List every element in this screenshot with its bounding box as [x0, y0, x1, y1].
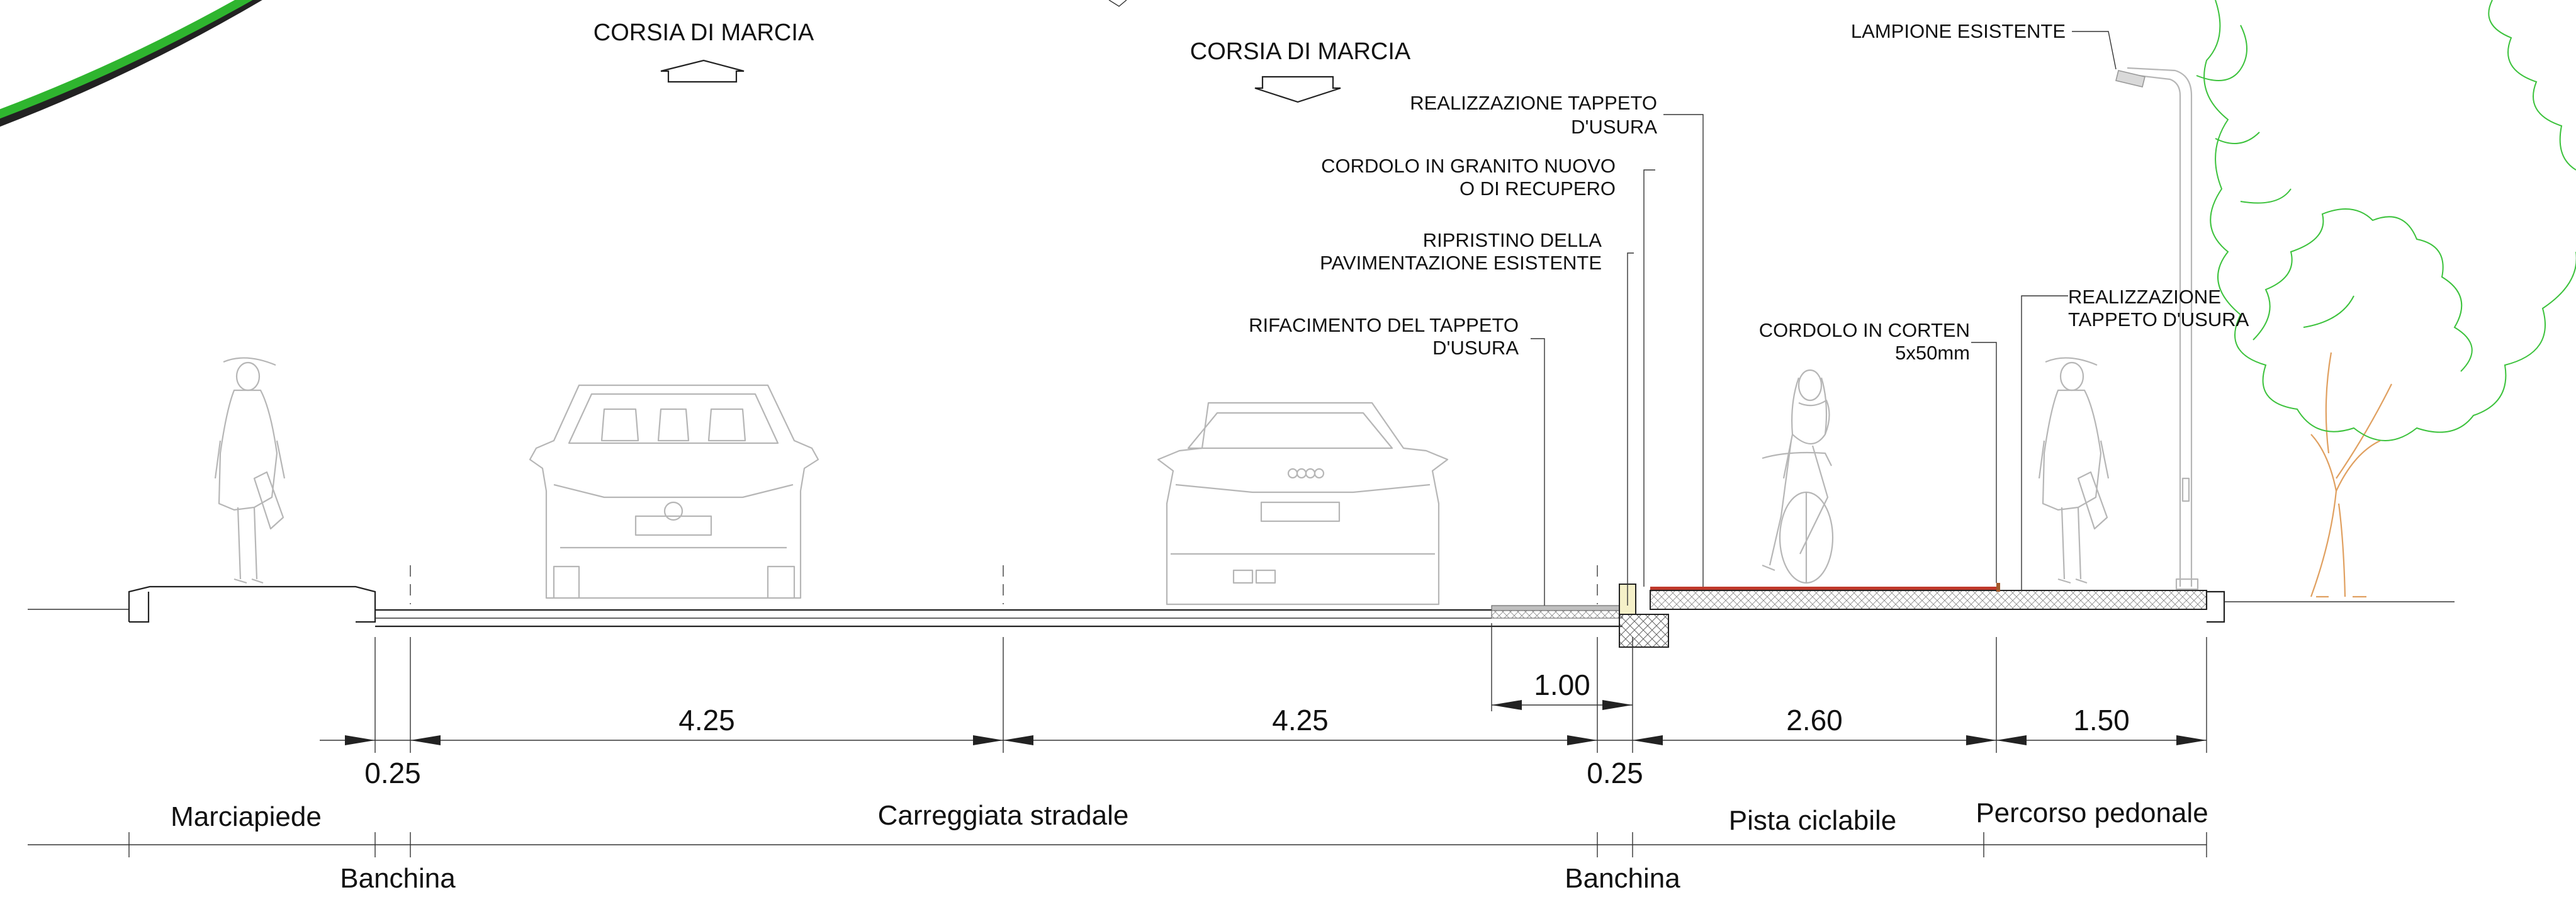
dim-banchina-left: 0.25: [364, 757, 421, 789]
annotation-cordolo-corten-line1: CORDOLO IN CORTEN: [1759, 319, 1970, 341]
annotation-rifacimento-line1: RIFACIMENTO DEL TAPPETO: [1249, 314, 1519, 336]
zone-carreggiata: Carreggiata stradale: [878, 800, 1129, 831]
annotation-rifacimento-line2: D'USURA: [1432, 337, 1519, 359]
cyclist-icon: [1762, 369, 1834, 584]
pedestrian-right-icon: [2038, 357, 2110, 584]
annotation-ripristino-line1: RIPRISTINO DELLA: [1423, 229, 1602, 251]
zone-banchina-left: Banchina: [340, 863, 456, 894]
dim-banchina-right: 0.25: [1587, 757, 1643, 789]
zone-baseline: [28, 832, 2207, 857]
dimension-lines: [345, 700, 2207, 745]
dimension-extension-lines: [320, 623, 2207, 753]
ripristino-pavimentazione-layer: [1491, 610, 1623, 619]
road-profile: [28, 583, 2455, 648]
car-rear-icon: [1157, 402, 1449, 606]
zone-banchina-right: Banchina: [1565, 863, 1680, 894]
dim-lane-2: 4.25: [1272, 704, 1329, 736]
annotation-ripristino-line2: PAVIMENTAZIONE ESISTENTE: [1320, 252, 1602, 274]
annotation-lampione: LAMPIONE ESISTENTE: [1851, 20, 2066, 42]
annotation-tappeto-pedonale-line1: REALIZZAZIONE: [2068, 286, 2221, 308]
annotation-leaders: [1531, 31, 2117, 606]
dim-lane-1: 4.25: [678, 704, 735, 736]
dim-rifacimento: 1.00: [1534, 669, 1590, 701]
zone-percorso: Percorso pedonale: [1976, 798, 2208, 828]
cycle-path-pavement: [1650, 590, 2207, 610]
curb-foundation: [1619, 614, 1669, 648]
zone-pista: Pista ciclabile: [1729, 805, 1897, 836]
annotation-tappeto-usura-line1: REALIZZAZIONE TAPPETO: [1410, 92, 1657, 114]
annotation-tappeto-usura-line2: D'USURA: [1571, 116, 1657, 138]
dim-pista: 2.60: [1786, 704, 1843, 736]
street-lamp-icon: [2115, 67, 2199, 590]
annotation-cordolo-granito-line1: CORDOLO IN GRANITO NUOVO: [1321, 155, 1616, 177]
dim-percorso: 1.50: [2073, 704, 2130, 736]
annotation-cordolo-granito-line2: O DI RECUPERO: [1460, 178, 1616, 200]
green-arc-decoration: [0, 0, 262, 127]
zone-marciapiede: Marciapiede: [171, 801, 322, 832]
tree-icon: [2196, 0, 2576, 598]
corten-curb: [1996, 583, 2000, 592]
lane-label-up: CORSIA DI MARCIA: [593, 20, 814, 46]
rifacimento-tappeto-layer: [1491, 605, 1623, 611]
pedestrian-left-icon: [214, 357, 286, 584]
annotation-tappeto-pedonale-line2: TAPPETO D'USURA: [2068, 308, 2249, 330]
annotation-cordolo-corten-line2: 5x50mm: [1895, 342, 1970, 364]
arrow-up-icon: [660, 59, 745, 83]
car-front-icon: [529, 384, 819, 599]
section-cut-mark: [1108, 0, 1127, 7]
lane-label-down: CORSIA DI MARCIA: [1190, 38, 1411, 65]
arrow-down-icon: [1254, 76, 1341, 103]
dashed-axis-marks: [410, 565, 1598, 604]
